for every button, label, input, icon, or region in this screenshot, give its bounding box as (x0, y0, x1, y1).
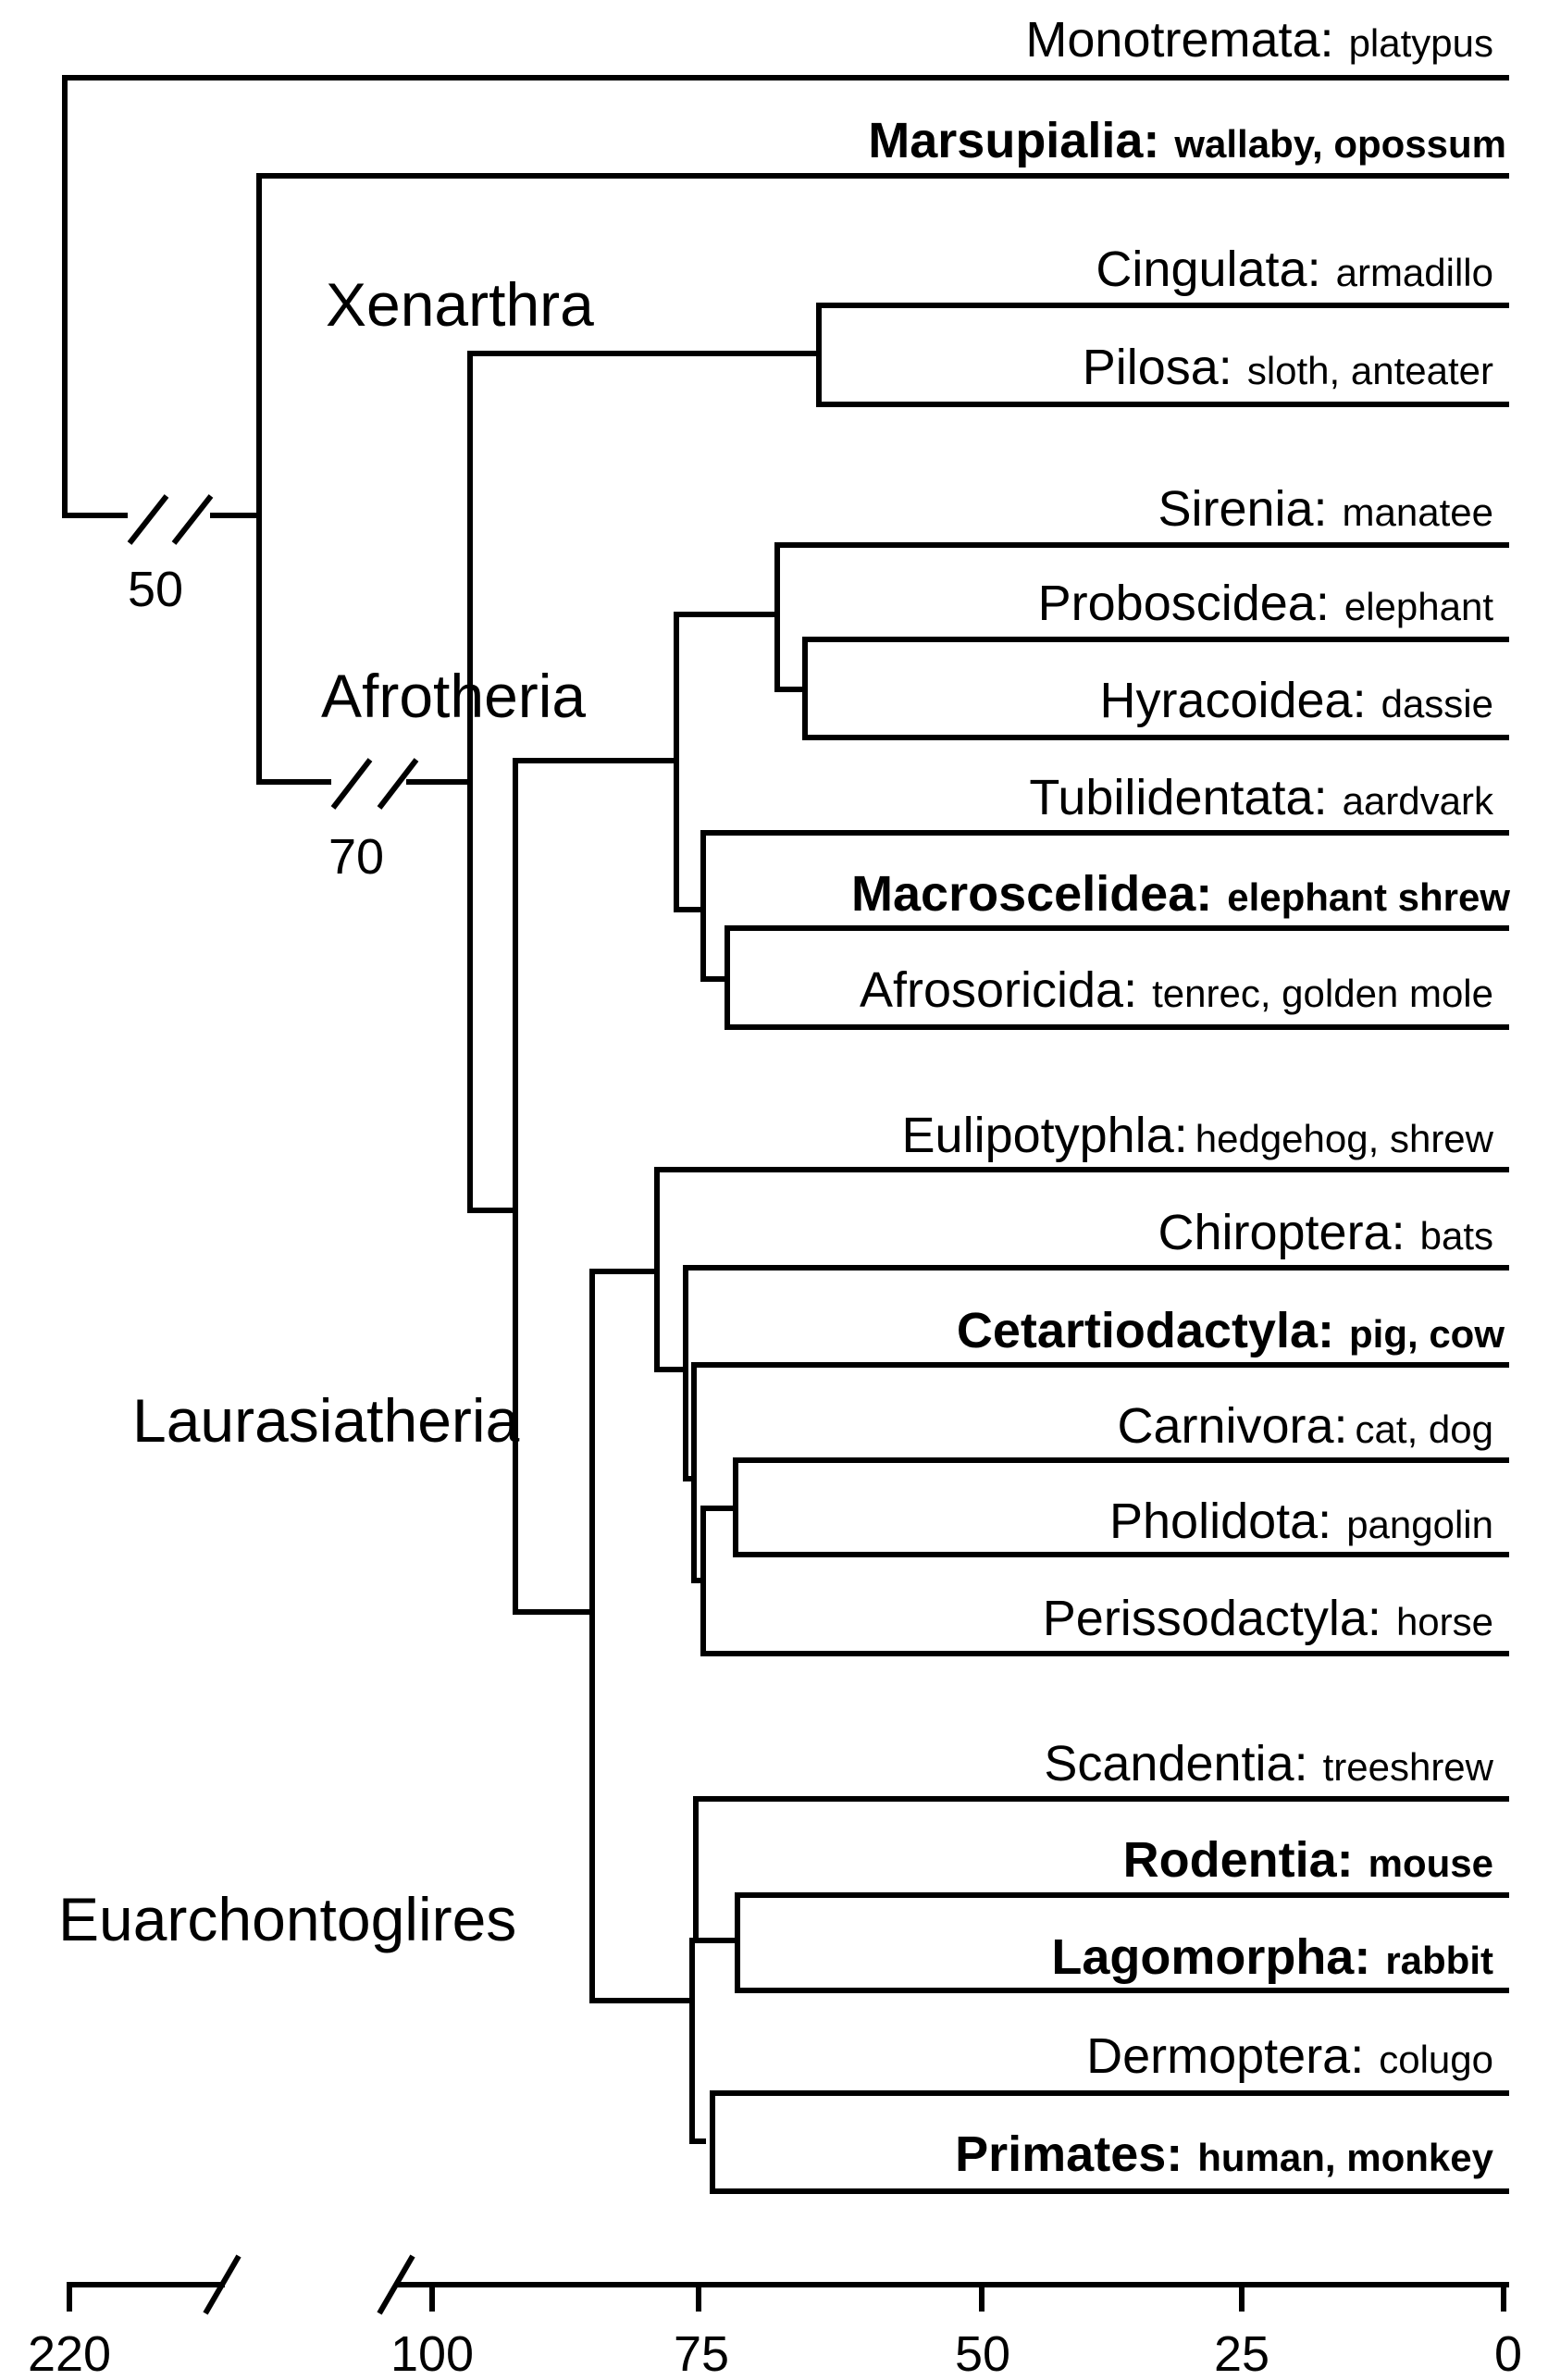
laurasiatheria-branch (654, 1167, 1509, 1372)
proboscidea-hyracoidea-branch (802, 637, 1509, 740)
tree-break-marks (127, 494, 419, 810)
taxon-label-tubilidentata: Tubilidentata:aardvark (1029, 770, 1494, 825)
theria-branch (256, 173, 1509, 785)
afrotheria-branch (674, 612, 780, 912)
taxon-label-carnivora: Carnivora:cat, dog (1117, 1398, 1493, 1454)
taxon-label-scandentia: Scandentia:treeshrew (1044, 1736, 1493, 1791)
clade-label-euarchontoglires: Euarchontoglires (58, 1885, 516, 1953)
taxon-label-cetartiodactyla: Cetartiodactyla:pig, cow (957, 1303, 1505, 1358)
xenarthra-branch (816, 303, 1509, 407)
fereuungulata-branch (691, 1362, 1509, 1583)
taxon-label-sirenia: Sirenia:manatee (1158, 481, 1493, 537)
taxon-label-monotremata: Monotremata:platypus (1025, 12, 1493, 68)
scrotifera-branch (683, 1265, 1509, 1481)
taxon-label-rodentia: Rodentia:mouse (1123, 1832, 1493, 1888)
axis-tick-label-100: 100 (390, 2326, 474, 2380)
break-mark-70 (330, 758, 419, 810)
taxon-label-dermoptera: Dermoptera:colugo (1086, 2028, 1493, 2084)
taxon-label-chiroptera: Chiroptera:bats (1158, 1205, 1493, 1260)
taxon-label-proboscidea: Proboscidea:elephant (1038, 576, 1494, 631)
taxon-label-primates: Primates:human, monkey (955, 2126, 1494, 2182)
axis-tick-label-75: 75 (674, 2326, 729, 2380)
euarchontoglires-branch (689, 1938, 706, 2144)
clade-labels: Xenarthra Afrotheria Laurasiatheria Euar… (58, 270, 594, 1953)
glires-branch (735, 1892, 1509, 1993)
afroinsectivora-branch (724, 925, 1509, 1030)
afroinsectiphilia-branch (700, 830, 1509, 982)
tree-branches (62, 75, 1509, 2194)
axis-tick-label-0: 0 (1494, 2326, 1522, 2380)
primatomorpha-branch (710, 2090, 1509, 2194)
break-label-50: 50 (128, 562, 183, 617)
axis-tick-label-25: 25 (1214, 2326, 1269, 2380)
epitheria-branch (513, 758, 679, 1615)
eutheria-branch (467, 351, 822, 1213)
taxon-label-perissodactyla: Perissodactyla:horse (1043, 1591, 1493, 1646)
taxon-label-cingulata: Cingulata:armadillo (1096, 242, 1493, 297)
ferae-perissodactyla-branch (700, 1506, 1509, 1656)
root-branch (62, 75, 1509, 518)
clade-label-xenarthra: Xenarthra (326, 270, 594, 339)
axis-tick-label-220: 220 (28, 2326, 111, 2380)
axis-tick-label-50: 50 (955, 2326, 1010, 2380)
taxon-label-eulipotyphla: Eulipotyphla:hedgehog, shrew (902, 1108, 1494, 1163)
taxon-label-lagomorpha: Lagomorpha:rabbit (1051, 1929, 1493, 1985)
time-axis-break-mark (203, 2254, 415, 2315)
clade-label-afrotheria: Afrotheria (321, 662, 586, 730)
euarchonta-branch (693, 1796, 1509, 1943)
taxon-label-marsupialia: Marsupialia:wallaby, opossum (868, 113, 1506, 168)
taxon-label-hyracoidea: Hyracoidea:dassie (1099, 673, 1493, 728)
taxon-label-macroscelidea: Macroscelidea:elephant shrew (851, 866, 1510, 922)
taxon-label-afrosoricida: Afrosoricida:tenrec, golden mole (860, 962, 1493, 1018)
boreoeutheria-branch (589, 1269, 695, 2003)
taxon-labels: Monotremata:platypus Marsupialia:wallaby… (851, 12, 1510, 2182)
paenungulata-branch (774, 542, 1509, 692)
taxon-label-pholidota: Pholidota:pangolin (1109, 1494, 1493, 1549)
break-label-70: 70 (328, 829, 384, 885)
taxon-label-pilosa: Pilosa:sloth, anteater (1083, 340, 1493, 395)
clade-label-laurasiatheria: Laurasiatheria (132, 1386, 520, 1455)
break-mark-50 (127, 494, 214, 545)
time-axis: 220 100 75 50 25 0 (28, 2254, 1522, 2380)
ferae-branch (733, 1457, 1509, 1557)
